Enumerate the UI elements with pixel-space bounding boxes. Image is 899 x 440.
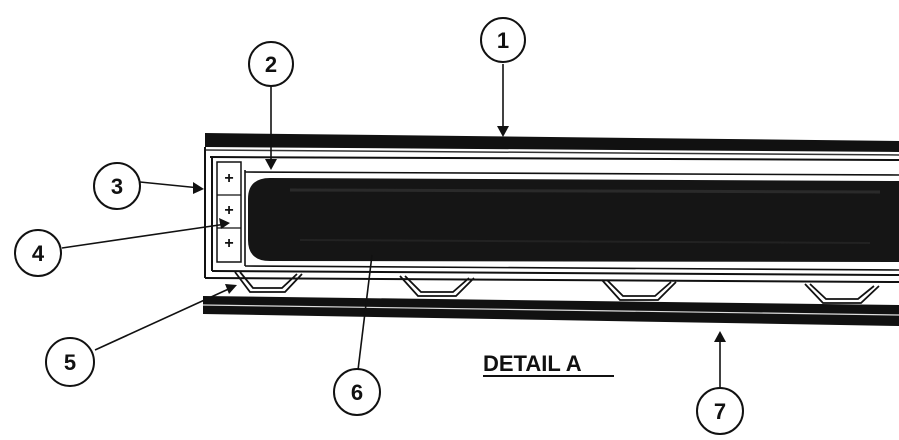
callout-6: 6 xyxy=(333,368,381,416)
support-feet xyxy=(234,271,880,304)
callout-label: 4 xyxy=(32,241,45,266)
top-cover xyxy=(204,133,899,156)
callout-4: 4 xyxy=(14,229,62,277)
callout-label: 1 xyxy=(497,28,509,53)
cell-mark: + xyxy=(224,202,233,219)
callout-1: 1 xyxy=(480,17,526,63)
callout-label: 6 xyxy=(351,380,363,405)
leader-lines xyxy=(61,64,726,395)
end-cells: + + + xyxy=(216,161,242,263)
cell-mark: + xyxy=(224,170,233,187)
cell-mark: + xyxy=(224,235,233,252)
base-plate xyxy=(202,296,899,326)
figure-title: DETAIL A xyxy=(483,351,582,376)
callout-2: 2 xyxy=(248,41,294,87)
callout-label: 2 xyxy=(265,52,277,77)
figure-title-group: DETAIL A xyxy=(483,351,614,377)
callouts: 1 2 3 4 5 6 7 xyxy=(14,17,744,435)
callout-3: 3 xyxy=(93,162,141,210)
callout-5: 5 xyxy=(45,337,95,387)
inner-liner xyxy=(244,170,899,271)
callout-label: 3 xyxy=(111,174,123,199)
callout-label: 7 xyxy=(714,399,726,424)
callout-7: 7 xyxy=(696,387,744,435)
housing-frame xyxy=(204,147,899,283)
core-element xyxy=(248,178,899,262)
callout-label: 5 xyxy=(64,350,76,375)
